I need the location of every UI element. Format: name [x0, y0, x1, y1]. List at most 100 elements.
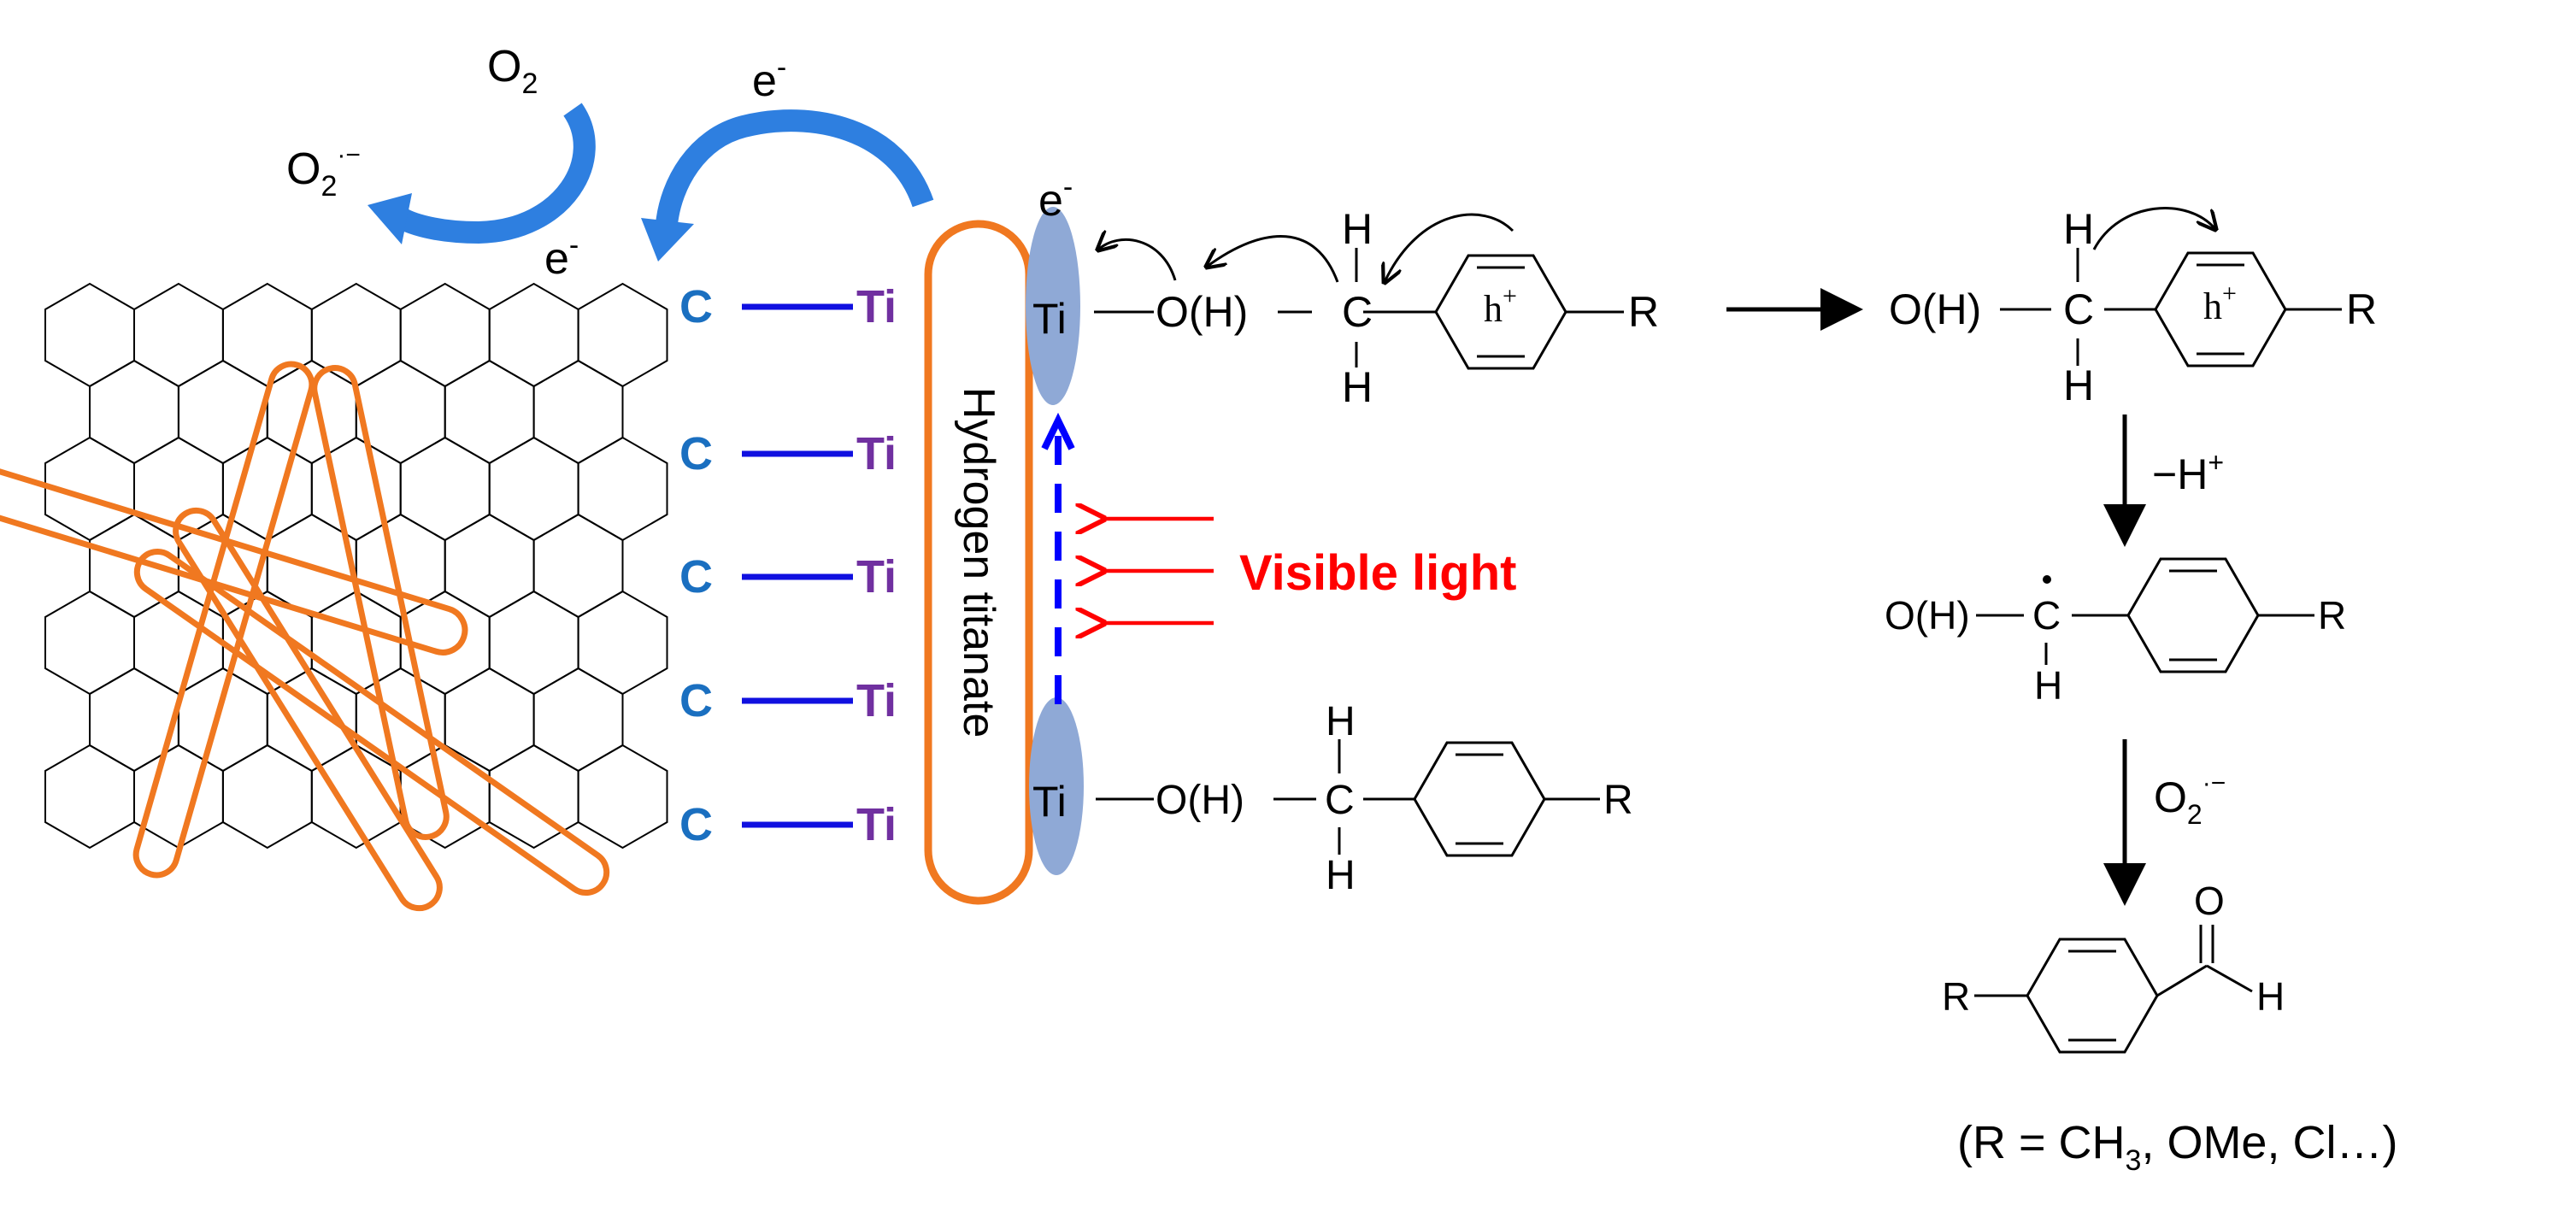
charge-transfer-dashed-arrow: [1041, 412, 1075, 704]
hydrogen-label: H: [1326, 853, 1356, 898]
graphene-hexagon: [399, 282, 491, 388]
oxygen-reduction-arrow: [368, 103, 596, 244]
oxygen-label: O2: [487, 42, 538, 100]
adsorbed-alcohol: [1096, 739, 1600, 857]
graphene-hexagon: [444, 513, 535, 619]
graphene-hexagon: [177, 667, 268, 773]
graphene-hexagon: [532, 667, 624, 773]
carbon-atom-label: C: [679, 281, 713, 332]
hydrogen-label: H: [1342, 205, 1373, 253]
oxygen-atom-label: O: [2194, 879, 2225, 923]
hydrogen-label: H: [1326, 699, 1356, 744]
r-group-label: R: [1628, 288, 1659, 336]
graphene-hexagon: [133, 282, 224, 388]
titanium-atom-label: Ti: [856, 428, 897, 479]
adsorbed-alcohol-labels: O(H) C H H R: [1156, 699, 1633, 898]
visible-light-label: Visible light: [1239, 545, 1516, 601]
hydroxyl-label: O(H): [1156, 288, 1248, 336]
graphene-hexagon: [488, 590, 579, 696]
carbon-label: C: [2063, 285, 2094, 333]
hydroxyl-label: O(H): [1889, 285, 1981, 333]
free-radical-cation-labels: O(H) C H H h+ R: [1889, 205, 2377, 409]
graphene-hexagon: [44, 282, 135, 388]
carbon-atom-label: C: [679, 428, 713, 479]
titanate-label: Hydrogen titanate: [954, 387, 1003, 738]
aldehyde-product: [1974, 925, 2253, 1054]
nanotube: [0, 456, 468, 656]
substituent-footnote: (R = CH3, OMe, Cl…): [1957, 1117, 2397, 1177]
ti-active-site-top: [1026, 207, 1080, 405]
electron-label: e-: [752, 51, 786, 106]
superoxide-label: O2·−: [286, 141, 361, 203]
carbon-atom-label: C: [679, 799, 713, 850]
deprotonation-label: −H+: [2152, 447, 2224, 498]
aldehyde-labels: R O H: [1942, 879, 2285, 1019]
graphene-hexagon: [577, 744, 668, 850]
graphene-hexagon: [577, 436, 668, 542]
graphene-hexagon: [532, 359, 624, 465]
graphene-hexagon: [89, 359, 179, 465]
graphene-hexagon: [577, 282, 668, 388]
radical-dot: [2043, 575, 2051, 584]
carbon-atom-label: C: [679, 675, 713, 726]
graphene-hexagon: [221, 282, 313, 388]
hydrogen-label: H: [2256, 974, 2285, 1019]
graphene-hexagon: [532, 513, 624, 619]
titanium-atom-label: Ti: [856, 799, 897, 850]
r-group-label: R: [2346, 285, 2377, 333]
titanium-atom-label: Ti: [856, 675, 897, 726]
oxidant-label: O2·−: [2154, 769, 2226, 830]
nanotube: [132, 361, 315, 879]
benzyl-radical-labels: O(H) C H R: [1885, 593, 2346, 708]
carbon-label: C: [1342, 288, 1373, 336]
graphene-sheet: [44, 282, 668, 850]
nanotube: [133, 548, 610, 897]
hydrogen-label: H: [2063, 205, 2094, 253]
r-group-label: R: [1603, 778, 1633, 823]
electron-transfer-arrow: [641, 109, 934, 262]
graphene-hexagon: [488, 436, 579, 542]
graphene-hexagon: [399, 436, 491, 542]
adsorbed-radical-cation-labels: O(H) C H H h+ R: [1156, 205, 1659, 411]
hydroxyl-label: O(H): [1156, 778, 1244, 823]
r-group-label: R: [2318, 593, 2346, 638]
titanate-nanotubes: [0, 361, 610, 912]
free-radical-cation: [2000, 207, 2342, 367]
hydrogen-label: H: [2034, 663, 2062, 708]
graphene-hexagon: [44, 590, 135, 696]
titanium-atom-label: Ti: [856, 281, 897, 332]
graphene-hexagon: [310, 590, 402, 696]
graphene-hexagon: [221, 436, 313, 542]
graphene-hexagon: [133, 744, 224, 850]
electron-label: e-: [1038, 171, 1073, 226]
nanotube: [173, 507, 443, 912]
hydrogen-titanate-tube: Hydrogen titanate: [924, 220, 1033, 905]
benzyl-radical: [1976, 557, 2314, 673]
graphene-hexagon: [444, 359, 535, 465]
ti-surface-label: Ti: [1032, 295, 1067, 343]
adsorbed-radical-cation: [1094, 213, 1624, 370]
carbon-label: C: [2032, 593, 2061, 638]
graphene-hexagon: [221, 744, 313, 850]
titanium-atom-label: Ti: [856, 551, 897, 603]
graphene-hexagon: [44, 744, 135, 850]
graphene-hexagon: [577, 590, 668, 696]
visible-light-arrows: [1103, 519, 1214, 623]
ti-active-site-bottom: [1029, 697, 1084, 875]
graphene-hexagon: [488, 282, 579, 388]
hydrogen-label: H: [1342, 363, 1373, 411]
electron-label: e-: [544, 229, 579, 284]
carbon-label: C: [1325, 778, 1355, 823]
ti-surface-label: Ti: [1032, 778, 1067, 826]
nanotube: [311, 365, 450, 840]
hole-label: h+: [1484, 282, 1517, 330]
r-group-label: R: [1942, 974, 1970, 1019]
hydroxyl-label: O(H): [1885, 593, 1970, 638]
carbon-atom-label: C: [679, 551, 713, 603]
graphene-hexagon: [133, 590, 224, 696]
hole-label: h+: [2203, 279, 2237, 327]
hydrogen-label: H: [2063, 362, 2094, 409]
